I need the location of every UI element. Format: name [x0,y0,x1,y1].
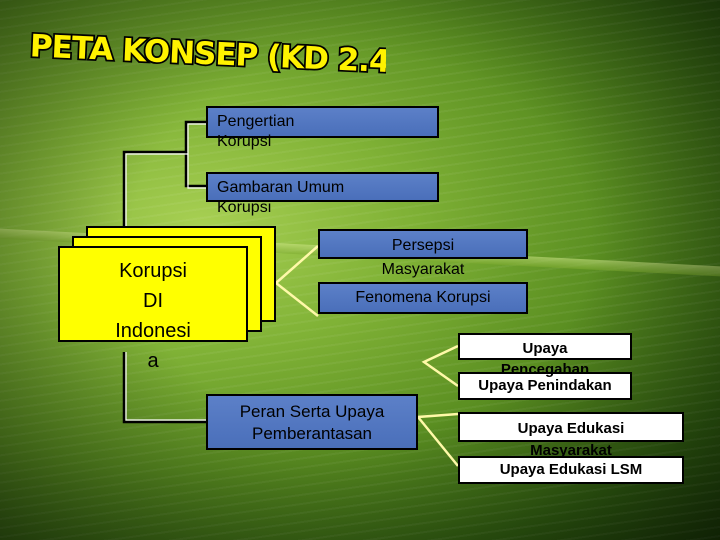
node-edukasi-masyarakat-line-1: Upaya Edukasi [458,418,684,440]
node-edukasi-masyarakat-label: Upaya Edukasi Masyarakat [458,418,684,462]
node-persepsi-line-1: Persepsi [318,234,528,258]
title-text: PETA KONSEP (KD 2.4. & 2.5.) [29,28,386,85]
bracket-main-to-persepsi-fenomena [276,246,318,316]
main-topic-line-2: DI [58,286,248,316]
bracket-peran-to-edukasi [418,414,458,466]
main-topic-line-3: Indonesi [58,316,248,346]
connector-main-to-pengertian [124,122,206,240]
node-edukasi-masyarakat-line-2: Masyarakat [458,440,684,462]
node-fenomena-label: Fenomena Korupsi [318,287,528,309]
node-persepsi-label: Persepsi Masyarakat [318,234,528,282]
node-gambaran-label: Gambaran Umum Korupsi [217,178,344,218]
node-pengertian-label: Pengertian Korupsi [217,112,294,152]
node-peran-serta-line-2: Pemberantasan [206,423,418,445]
bracket-to-upaya-pencegahan-penindakan [424,346,458,386]
main-topic-label: Korupsi DI Indonesi a [58,256,248,376]
node-peran-serta-line-1: Peran Serta Upaya [206,401,418,423]
main-topic-line-4: a [58,346,248,376]
node-gambaran-line-1: Gambaran Umum [217,178,344,198]
connector-highlight-gambaran [188,154,206,188]
connector-main-to-gambaran [186,152,206,186]
node-upaya-pencegahan-line-1: Upaya [458,338,632,359]
node-peran-serta-label: Peran Serta Upaya Pemberantasan [206,401,418,445]
node-persepsi-line-2: Masyarakat [318,258,528,282]
connector-highlight-pengertian [126,124,206,240]
node-upaya-pencegahan-label: Upaya Pencegahan [458,338,632,380]
node-upaya-penindakan-label: Upaya Penindakan [458,376,632,396]
node-pengertian-line-2: Korupsi [217,132,294,152]
node-gambaran-line-2: Korupsi [217,198,344,218]
main-topic-line-1: Korupsi [58,256,248,286]
node-edukasi-lsm-label: Upaya Edukasi LSM [458,460,684,480]
node-pengertian-line-1: Pengertian [217,112,294,132]
slide-title: PETA KONSEP (KD 2.4. & 2.5.) [26,8,386,88]
